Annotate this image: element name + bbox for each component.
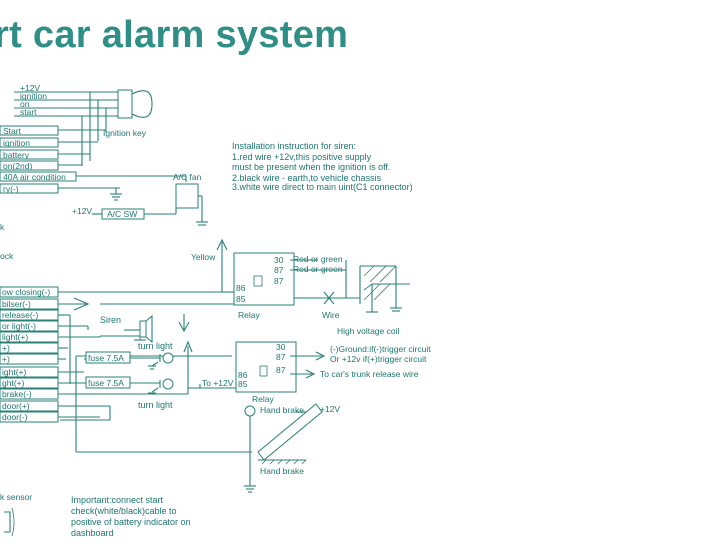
fuse-1-label: fuse 7.5A	[88, 353, 124, 363]
ac-fan-label: A/C fan	[173, 172, 202, 182]
relay-2-label: Relay	[252, 394, 274, 404]
left-label-ock: ock	[0, 251, 14, 261]
left-wire-plus-1: +)	[2, 343, 10, 353]
turn-light-bottom-label: turn light	[138, 400, 173, 410]
important-note-line-3: positive of battery indicator on	[71, 517, 191, 527]
ac-supply-label: +12V	[72, 206, 92, 216]
left-wire-boxes-top: Start ignition battery on(2nd) 40A air c…	[0, 125, 187, 201]
left-wire-immobiliser: bilser(-)	[2, 299, 31, 309]
yellow-label: Yellow	[191, 252, 216, 262]
down-arrow	[178, 321, 190, 333]
install-note-line-1: Installation instruction for siren:	[232, 141, 356, 151]
high-voltage-coil	[359, 265, 410, 313]
left-wire-door-light-neg: or light(-)	[2, 321, 36, 331]
ignition-key-body	[117, 89, 133, 119]
hand-brake-bottom-label: Hand brake	[260, 466, 304, 476]
relay-2-pin-85: 85	[238, 379, 248, 389]
relay-2-group: 30 87 87 86 85 (-)Ground:if(-)trigger ci…	[188, 341, 431, 404]
left-wire-start: Start	[3, 126, 22, 136]
relay-1-red-green-1: Red or green	[293, 254, 343, 264]
siren-group: Siren	[100, 314, 190, 344]
left-wire-plus-2: +)	[2, 354, 10, 364]
hand-brake-lever	[257, 403, 323, 461]
turn-lights-group: turn light fuse 7.5A fuse 7.5A turn ligh…	[84, 340, 193, 410]
left-wire-door-neg: door(-)	[2, 412, 28, 422]
relay-2-pin-30: 30	[276, 342, 286, 352]
relay-1-red-green-2: Red or green	[293, 264, 343, 274]
important-note-line-4: dashboard	[71, 528, 114, 538]
ign-wire-on: on	[20, 99, 30, 109]
turn-light-bottom-icon	[162, 378, 174, 390]
left-wire-light-pos: light(+)	[2, 332, 28, 342]
relay-2-pin-87a: 87	[276, 352, 286, 362]
ac-fan-box	[175, 183, 199, 209]
immobiliser-arrow	[73, 297, 90, 311]
relay-1-coil	[253, 275, 263, 287]
relay-1-pin-30: 30	[274, 255, 284, 265]
ground-trigger-line: (-)Ground:if(-)trigger circuit	[330, 344, 431, 354]
relay-2-coil	[259, 365, 268, 377]
ign-wire-ignition: ignition	[20, 91, 47, 101]
ignition-key-group: +12V ignition on start Ignition key	[14, 83, 153, 166]
plus-trigger-line: Or +12v if(+)trigger circuit	[330, 354, 427, 364]
relay-1-box	[233, 252, 295, 306]
wire-label: Wire	[322, 310, 340, 320]
ac-switch-label: A/C SW	[107, 209, 137, 219]
left-wire-boxes-bottom: ow closing(-) bilser(-) release(-) or li…	[0, 286, 252, 453]
relay-2-to-12v: To +12V	[202, 378, 234, 388]
ignition-key-icon	[131, 90, 153, 118]
siren-icon	[145, 314, 153, 344]
left-wire-release: release(-)	[2, 310, 39, 320]
relay-2-pin-87b: 87	[276, 365, 286, 375]
sensor-icon	[4, 511, 11, 533]
important-note: Important:connect start check(white/blac…	[71, 495, 191, 538]
left-wire-aircon: 40A air condition	[3, 172, 66, 182]
relay-1-pin-86: 86	[236, 283, 246, 293]
left-wire-battery: battery	[3, 150, 30, 160]
install-note-line-3: must be present when the ignition is off…	[232, 162, 390, 172]
left-wire-ignition: ignition	[3, 138, 30, 148]
install-note: Installation instruction for siren: 1.re…	[232, 141, 413, 192]
important-note-line-1: Important:connect start	[71, 495, 164, 505]
relay-2-pin-86: 86	[238, 370, 248, 380]
hand-brake-top-label: Hand brake	[260, 405, 304, 415]
ign-wire-12v: +12V	[20, 83, 40, 93]
relay-1-pin-87b: 87	[274, 276, 284, 286]
relay-1-group: Yellow 30 87 87 86 85 Red or green Red o…	[191, 238, 410, 336]
left-wire-brake: brake(-)	[2, 389, 32, 399]
trunk-release-label: To car's trunk release wire	[320, 369, 419, 379]
high-voltage-coil-label: High voltage coil	[337, 326, 399, 336]
left-wire-door-pos: door(+)	[2, 401, 30, 411]
important-note-line-2: check(white/black)cable to	[71, 506, 177, 516]
install-note-line-4: 2.black wire - earth,to vehicle chassis	[232, 173, 382, 183]
relay-1-label: Relay	[238, 310, 260, 320]
relay-2-box	[235, 341, 297, 393]
sensor-label: k sensor	[0, 492, 32, 502]
left-wire-left-light: ght(+)	[2, 378, 25, 388]
hand-brake-switch-icon	[244, 405, 256, 417]
hand-brake-12v-label: +12V	[320, 404, 340, 414]
left-wire-ry: ry(-)	[3, 184, 19, 194]
install-note-line-5: 3.white wire direct to main uint(C1 conn…	[232, 182, 413, 192]
left-wire-on2nd: on(2nd)	[3, 161, 32, 171]
ignition-key-label: Ignition key	[103, 128, 147, 138]
left-wire-window-closing: ow closing(-)	[2, 287, 50, 297]
hand-brake-group: Hand brake +12V Hand brake	[244, 403, 340, 493]
install-note-line-2: 1.red wire +12v,this positive supply	[232, 152, 372, 162]
turn-light-top-label: turn light	[138, 341, 173, 351]
ac-group: A/C fan +12V A/C SW	[72, 172, 208, 226]
left-label-k: k	[0, 222, 5, 232]
turn-light-top-icon	[162, 352, 174, 364]
ign-wire-start: start	[20, 107, 37, 117]
siren-label: Siren	[100, 315, 121, 325]
left-wire-right-light: ight(+)	[2, 367, 26, 377]
page-title: rt car alarm system	[0, 14, 349, 56]
relay-1-pin-85: 85	[236, 294, 246, 304]
yellow-arrow	[216, 238, 228, 251]
fuse-2-label: fuse 7.5A	[88, 378, 124, 388]
siren-body	[139, 320, 147, 338]
relay-1-pin-87a: 87	[274, 265, 284, 275]
